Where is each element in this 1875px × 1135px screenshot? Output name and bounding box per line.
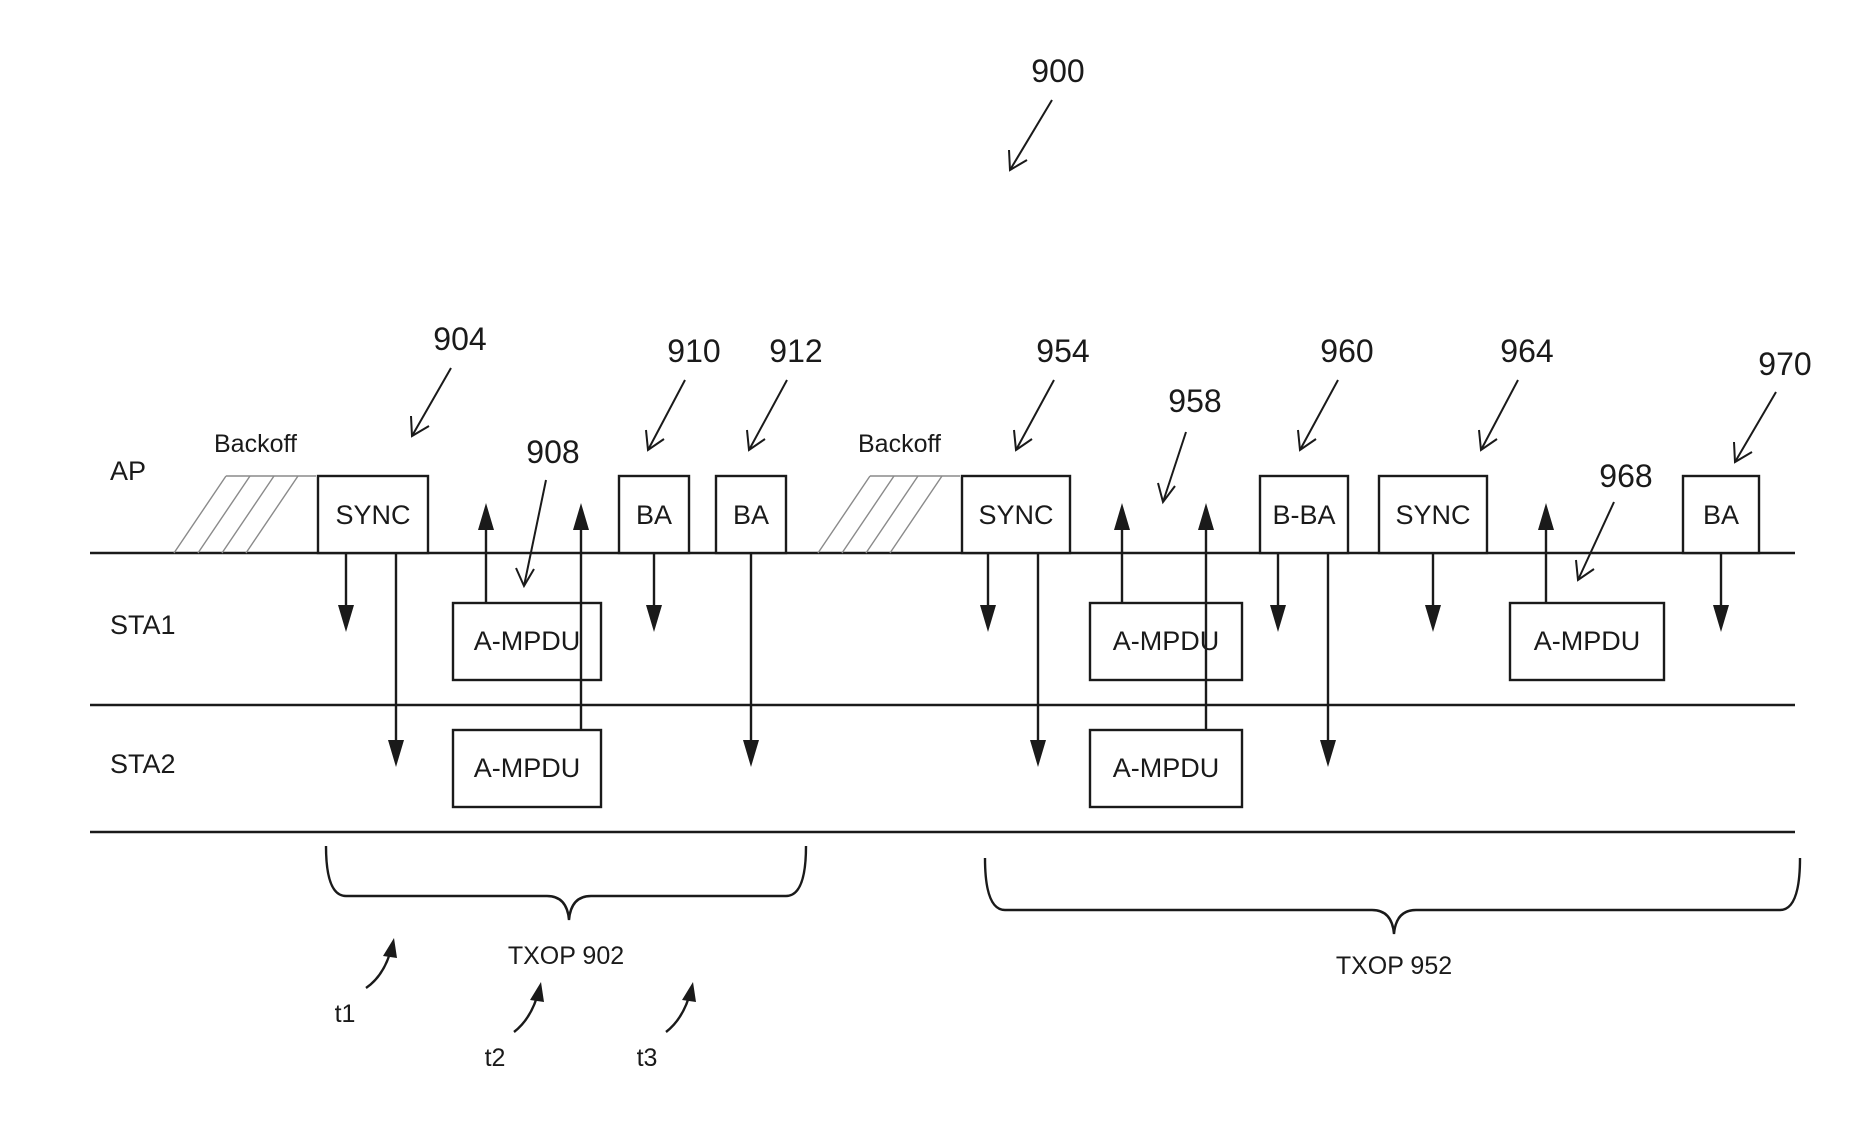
ref-910-leader bbox=[648, 380, 685, 450]
ref-968: 968 bbox=[1599, 458, 1652, 494]
ampdu-sta2-frame-1-label: A-MPDU bbox=[474, 753, 581, 783]
ref-954: 954 bbox=[1036, 333, 1089, 369]
ref-912-leader bbox=[749, 380, 787, 450]
t3-label: t3 bbox=[637, 1044, 658, 1072]
ampdu-sta2-frame-2-label: A-MPDU bbox=[1113, 753, 1220, 783]
bba-to-sta2-arrowhead bbox=[1320, 740, 1336, 767]
txop-902-brace bbox=[326, 846, 806, 920]
ampdu-sta1-frame-3-label: A-MPDU bbox=[1534, 626, 1641, 656]
ref-908: 908 bbox=[526, 434, 579, 470]
ref-910: 910 bbox=[667, 333, 720, 369]
ba1-to-sta1-arrowhead bbox=[646, 605, 662, 632]
ref-970: 970 bbox=[1758, 346, 1811, 382]
ref-954-leader bbox=[1016, 380, 1054, 450]
ba-frame-1-label: BA bbox=[636, 500, 672, 530]
t1-marker-arrowhead bbox=[383, 938, 397, 958]
row-label-sta1: STA1 bbox=[110, 610, 176, 640]
ref-964: 964 bbox=[1500, 333, 1553, 369]
ampdu-sta1-frame-1-label: A-MPDU bbox=[474, 626, 581, 656]
row-label-ap: AP bbox=[110, 456, 146, 486]
ref-904-leader bbox=[412, 368, 451, 436]
bba-to-sta1-arrowhead bbox=[1270, 605, 1286, 632]
backoff-hatch-1 bbox=[174, 476, 316, 553]
ref-904: 904 bbox=[433, 321, 486, 357]
ampdu1-sta1-uplink-arrowhead bbox=[478, 503, 494, 530]
sync-frame-1-label: SYNC bbox=[335, 500, 410, 530]
t2-label: t2 bbox=[485, 1044, 506, 1072]
ref-908-leader bbox=[524, 480, 546, 586]
ref-958: 958 bbox=[1168, 383, 1221, 419]
sync1-to-sta2-arrowhead bbox=[388, 740, 404, 767]
t2-marker-arrowhead bbox=[530, 982, 544, 1002]
ba-frame-2-label: BA bbox=[733, 500, 769, 530]
figure-ref-leader bbox=[1010, 100, 1052, 170]
sync-frame-2-label: SYNC bbox=[978, 500, 1053, 530]
ba-frame-3-label: BA bbox=[1703, 500, 1739, 530]
txop-902-label: TXOP 902 bbox=[508, 942, 624, 970]
ref-960: 960 bbox=[1320, 333, 1373, 369]
figure-ref-label: 900 bbox=[1031, 53, 1084, 89]
ref-912-arrowhead bbox=[747, 430, 765, 450]
ref-970-leader bbox=[1735, 392, 1776, 462]
txop-952-brace bbox=[985, 858, 1800, 934]
sync2-to-sta2-arrowhead bbox=[1030, 740, 1046, 767]
ampdu1-sta2-uplink-arrowhead bbox=[573, 503, 589, 530]
ref-954-arrowhead bbox=[1014, 430, 1032, 450]
ref-912: 912 bbox=[769, 333, 822, 369]
sync2-to-sta1-arrowhead bbox=[980, 605, 996, 632]
backoff-hatch-2 bbox=[818, 476, 960, 553]
ampdu3-sta1-uplink-arrowhead bbox=[1538, 503, 1554, 530]
txop-952-label: TXOP 952 bbox=[1336, 952, 1452, 980]
ref-964-arrowhead bbox=[1479, 430, 1497, 450]
bba-frame-label: B-BA bbox=[1272, 500, 1335, 530]
backoff-label-1: Backoff bbox=[214, 430, 297, 458]
sync3-to-sta1-arrowhead bbox=[1425, 605, 1441, 632]
ba2-to-sta2-arrowhead bbox=[743, 740, 759, 767]
t3-marker-arrowhead bbox=[682, 982, 696, 1002]
ref-958-leader bbox=[1163, 432, 1186, 502]
ampdu-sta1-frame-2-label: A-MPDU bbox=[1113, 626, 1220, 656]
ampdu2-sta2-uplink-arrowhead bbox=[1198, 503, 1214, 530]
ref-960-leader bbox=[1300, 380, 1338, 450]
ba3-to-sta1-arrowhead bbox=[1713, 605, 1729, 632]
backoff-label-2: Backoff bbox=[858, 430, 941, 458]
sync-frame-3-label: SYNC bbox=[1395, 500, 1470, 530]
sync1-to-sta1-arrowhead bbox=[338, 605, 354, 632]
ampdu2-sta1-uplink-arrowhead bbox=[1114, 503, 1130, 530]
ref-910-arrowhead bbox=[646, 430, 664, 450]
ref-960-arrowhead bbox=[1298, 430, 1316, 450]
row-label-sta2: STA2 bbox=[110, 749, 176, 779]
ref-964-leader bbox=[1481, 380, 1518, 450]
ref-968-leader bbox=[1578, 502, 1614, 580]
t1-label: t1 bbox=[335, 1000, 356, 1028]
